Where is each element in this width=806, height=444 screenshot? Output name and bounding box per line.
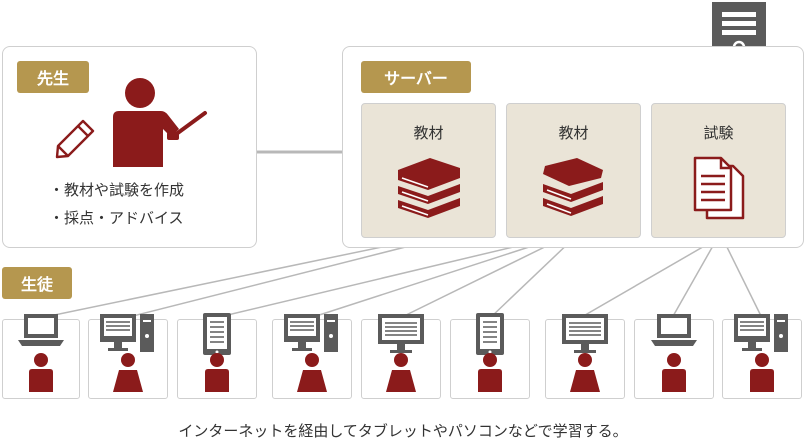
student-icon [29,353,53,392]
pencil-icon [55,119,95,159]
books-icon [397,158,460,218]
desktop-icon [100,314,154,352]
card-label: 教材 [413,124,444,142]
student-icon [113,353,143,392]
exam-card: 試験 [651,103,786,238]
laptop-icon [18,314,64,346]
server-panel: サーバー 教材 教材 [342,46,804,248]
student-icon [297,353,327,392]
link-line [214,236,556,319]
link-line [399,236,566,319]
student-box [177,313,257,399]
books-icon [542,158,603,216]
laptop-icon [651,314,697,346]
student-box [450,313,530,399]
link-line [124,236,446,319]
desktop-icon [734,314,788,352]
desktop-icon [284,314,338,352]
caption: インターネットを経由してタブレットやパソコンなどで学習する。 [178,422,628,440]
monitor-icon [378,314,424,353]
student-box [88,314,168,399]
teacher-tag: 先生 [17,61,89,93]
student-box [634,314,714,399]
student-icon [205,353,229,392]
student-icon [570,353,600,392]
link-line [579,236,721,319]
material-card: 教材 [361,103,496,238]
documents-icon [693,156,744,220]
card-label: 試験 [703,124,734,142]
server-tag: サーバー [361,61,471,93]
student-icon [478,353,502,392]
link-line [489,236,576,319]
student-box [2,314,80,399]
student-box [272,314,352,399]
student-icon [386,353,416,392]
student-icon [750,353,774,392]
link-line [39,236,431,319]
link-line [721,236,763,319]
teacher-panel: 先生 ・教材や試験を作成 ・採点・アドバイス [2,46,257,248]
link-line [309,236,561,319]
teacher-figure-icon [113,78,207,167]
students-tag: 生徒 [2,267,72,299]
monitor-icon [562,314,608,353]
student-box [545,314,625,399]
material-card: 教材 [506,103,641,238]
student-box [361,314,441,399]
link-line [671,236,719,319]
tablet-icon [203,313,231,355]
teacher-bullet: ・教材や試験を作成 [49,181,185,199]
student-icon [662,353,686,392]
card-label: 教材 [558,124,589,142]
student-box [722,314,802,399]
tablet-icon [476,313,504,355]
teacher-bullet: ・採点・アドバイス [49,209,184,227]
